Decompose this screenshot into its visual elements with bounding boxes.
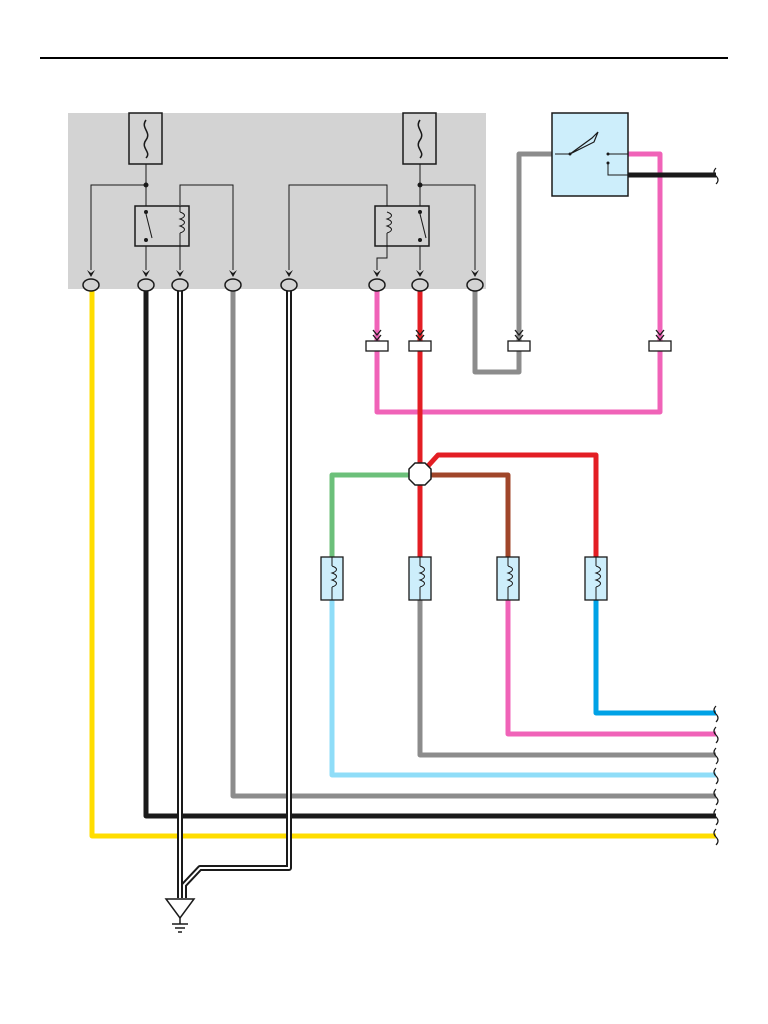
- pin-arrow: [176, 270, 184, 277]
- wire-gray-switch: [472, 151, 555, 375]
- terminal: [82, 278, 100, 292]
- connector-4: [648, 329, 672, 352]
- break-mark: [713, 167, 719, 185]
- pin-arrow: [471, 270, 479, 277]
- terminal: [368, 278, 386, 292]
- inline-connectors: [365, 329, 672, 352]
- connector-3: [507, 329, 531, 352]
- break-mark: [713, 767, 719, 785]
- switch-lever-icon: [569, 131, 599, 155]
- fuse-icon: [143, 119, 149, 159]
- wire-pink-switch: [628, 151, 663, 340]
- wire-black: [143, 290, 716, 819]
- pin-arrow: [87, 270, 95, 277]
- switch-component: [551, 112, 629, 197]
- fuse-2: [402, 112, 437, 165]
- coil-component-2: [408, 556, 432, 601]
- relay-switch-contact: [145, 213, 153, 239]
- break-mark: [713, 788, 719, 806]
- wire-brown: [428, 472, 511, 560]
- break-mark: [713, 726, 719, 744]
- break-mark: [713, 828, 719, 846]
- break-mark: [713, 705, 719, 723]
- pin-arrow: [416, 270, 424, 277]
- coil-components: [320, 556, 608, 601]
- wire-pink-relay-3: [505, 600, 716, 737]
- ground-icon: [164, 898, 196, 933]
- break-mark: [713, 808, 719, 826]
- wire-yellow: [89, 290, 716, 839]
- terminal: [466, 278, 484, 292]
- relay-coil-icon: [385, 211, 392, 234]
- ground-wires: [177, 290, 292, 898]
- coil-component-1: [320, 556, 344, 601]
- panel-terminals: [82, 278, 484, 292]
- coil-icon: [418, 565, 425, 588]
- coil-icon: [506, 565, 513, 588]
- coil-icon: [594, 565, 601, 588]
- pin-arrow: [229, 270, 237, 277]
- connector-2: [408, 329, 432, 352]
- break-mark: [713, 747, 719, 765]
- wire-light-blue: [329, 600, 716, 778]
- wire-gray-relay-2: [417, 600, 716, 758]
- terminal: [171, 278, 189, 292]
- coil-component-3: [496, 556, 520, 601]
- wire-green: [329, 472, 412, 560]
- terminal: [280, 278, 298, 292]
- panel-pin-arrows: [87, 270, 479, 277]
- wire-break-marks: [713, 167, 719, 846]
- ground-wire-2-outer: [181, 290, 292, 898]
- pin-arrow: [373, 270, 381, 277]
- ground-wire-2-inner: [183, 290, 290, 898]
- terminal: [411, 278, 429, 292]
- fuse-icon: [417, 119, 423, 159]
- terminal: [137, 278, 155, 292]
- splice-junction: [408, 462, 432, 486]
- wire-red-branch: [426, 452, 599, 600]
- coil-component-4: [584, 556, 608, 601]
- relay-coil-icon: [178, 211, 185, 234]
- connector-1: [365, 329, 389, 352]
- pin-arrow: [142, 270, 150, 277]
- wire-blue: [593, 600, 716, 716]
- wire-gray-panel: [230, 290, 716, 799]
- panel-internals: [90, 112, 476, 270]
- relay-switch-contact: [419, 213, 427, 239]
- terminal: [224, 278, 242, 292]
- coil-icon: [330, 565, 337, 588]
- pin-arrow: [285, 270, 293, 277]
